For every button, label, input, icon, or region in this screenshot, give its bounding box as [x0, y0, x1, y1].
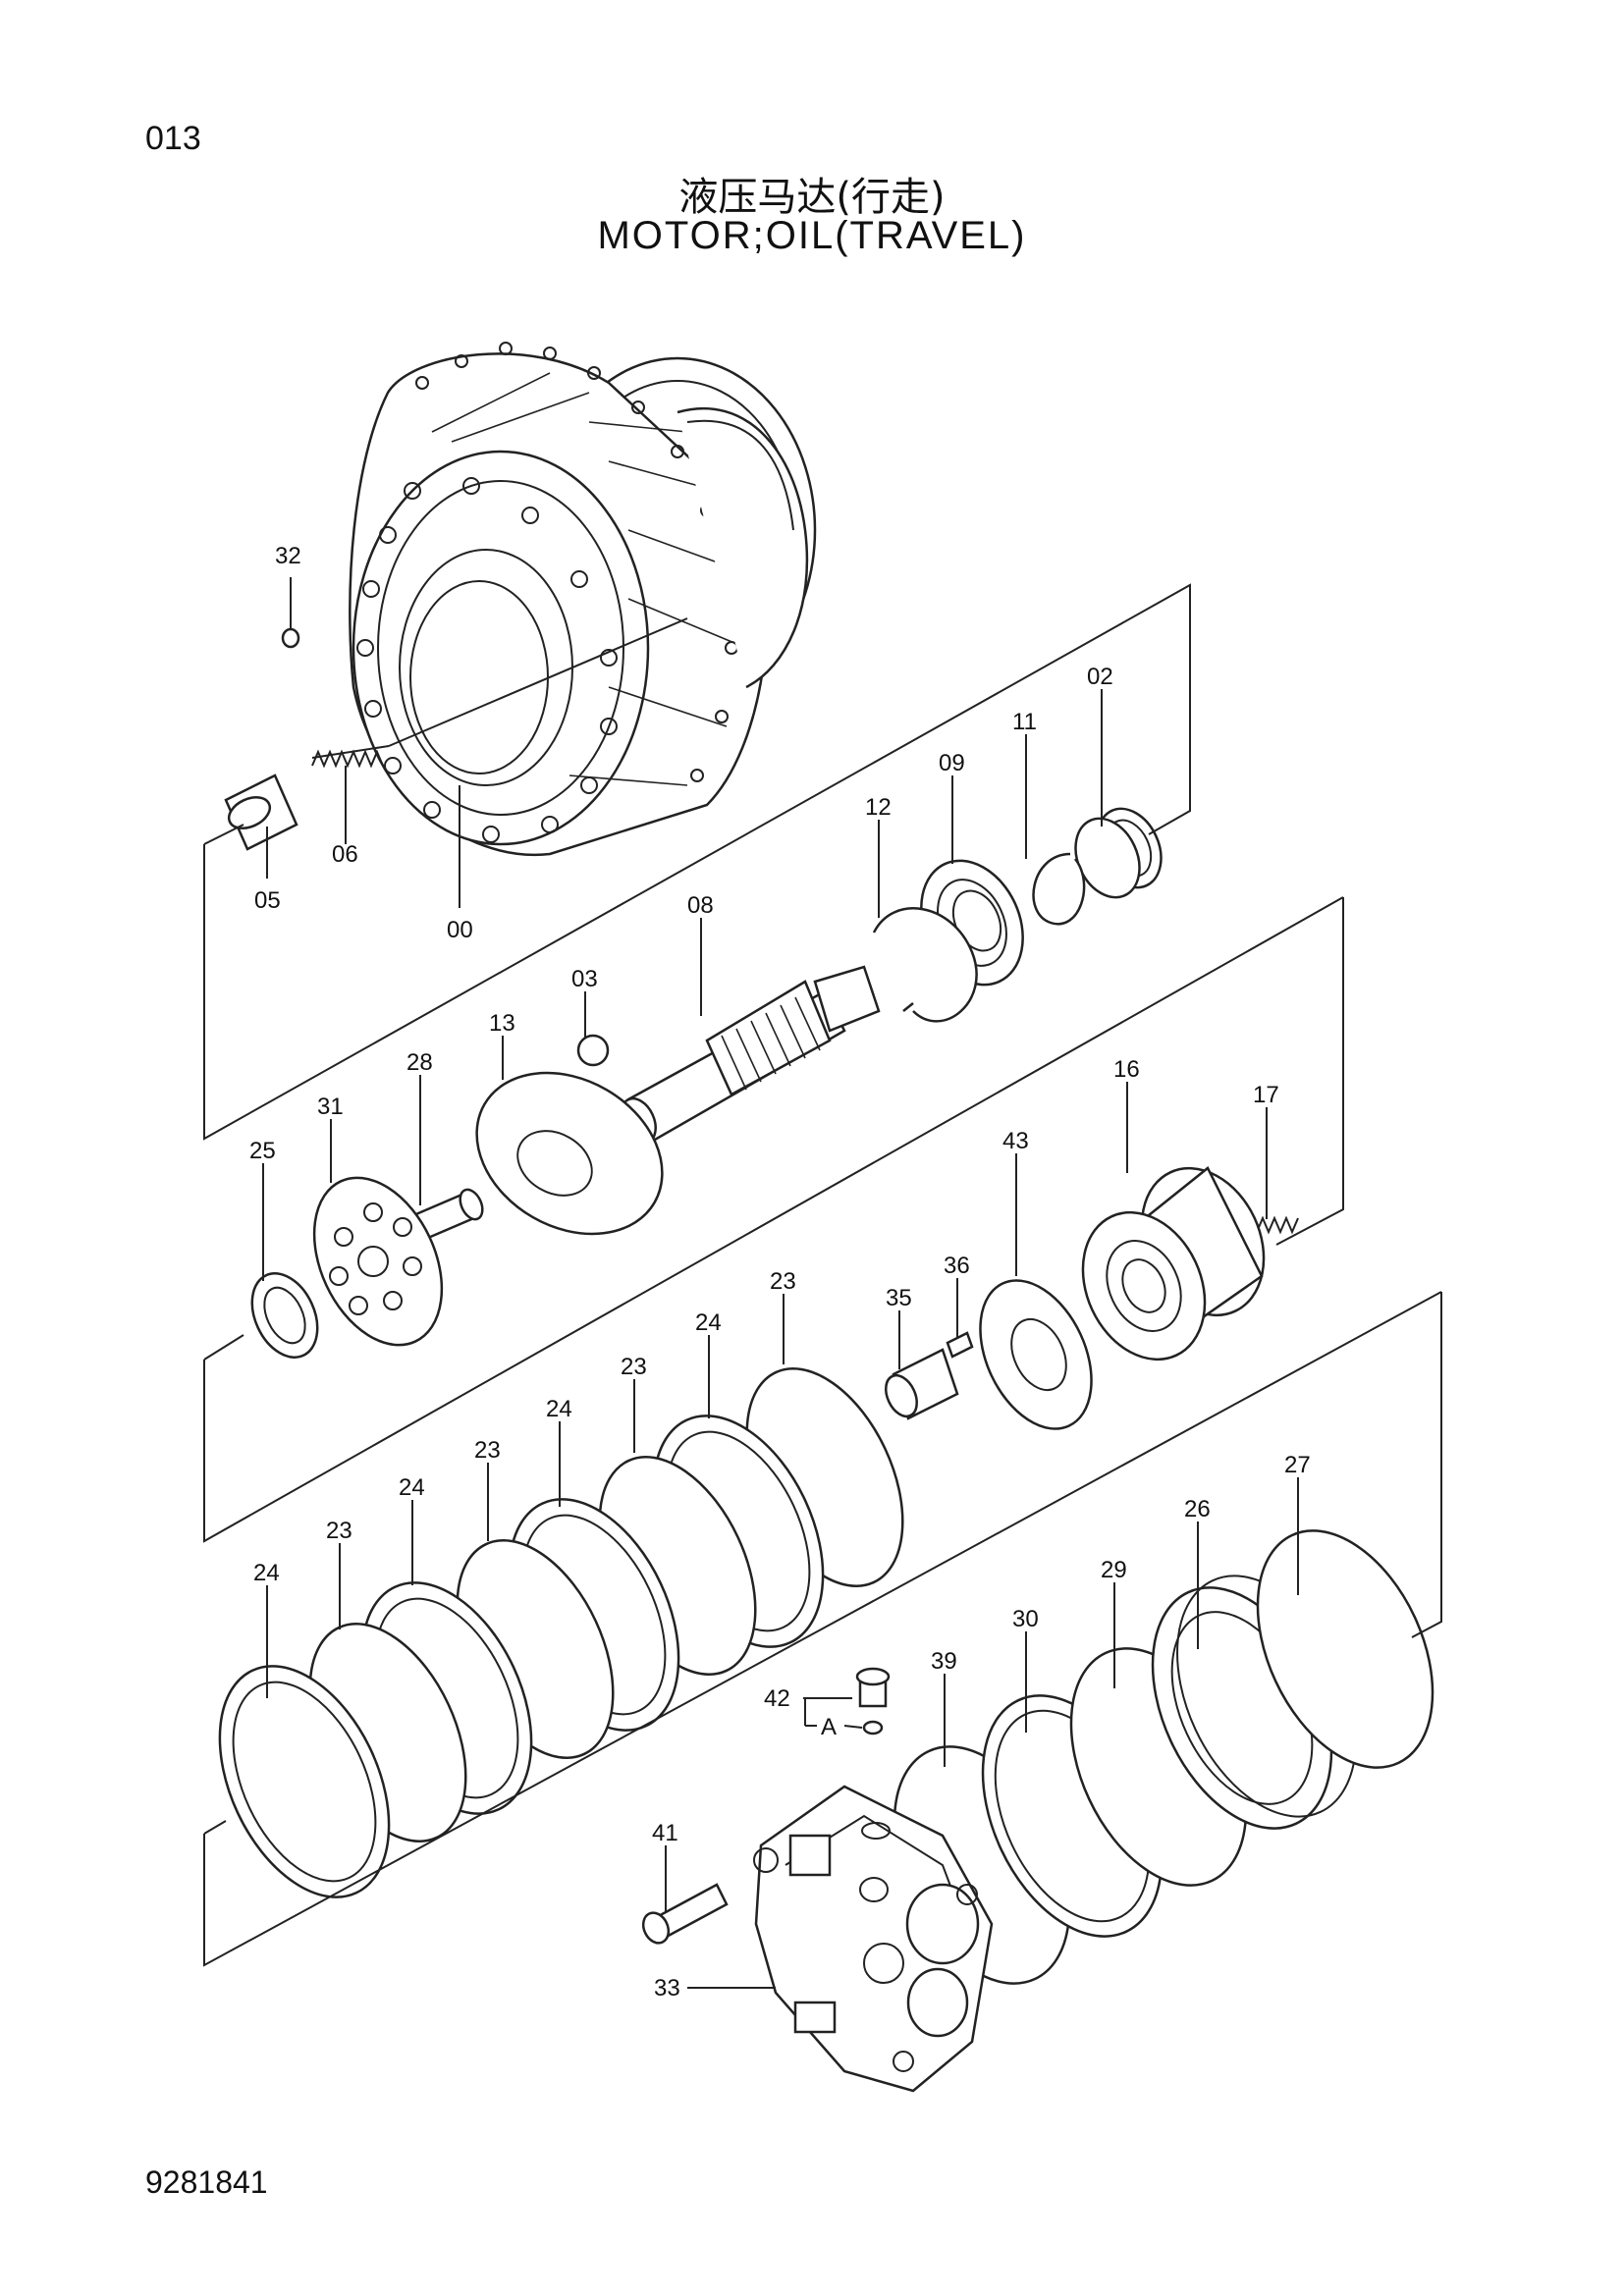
callout-33: 33 [654, 1975, 680, 2002]
callout-16: 16 [1113, 1056, 1140, 1083]
callout-24-4: 24 [253, 1560, 280, 1586]
leader-lines [262, 577, 1299, 1989]
document-number: 9281841 [145, 2164, 268, 2200]
callout-24-2: 24 [546, 1396, 572, 1422]
callout-08: 08 [687, 892, 714, 919]
callout-32: 32 [275, 543, 301, 569]
part-03-ball [576, 1034, 610, 1067]
callout-a: A [821, 1714, 837, 1740]
callout-26: 26 [1184, 1496, 1211, 1522]
part-17-spring [1256, 1215, 1299, 1235]
part-32-o-ring [281, 627, 300, 649]
part-08-shaft [620, 965, 881, 1146]
callout-24-3: 24 [399, 1474, 425, 1501]
callout-42: 42 [764, 1685, 790, 1712]
friction-plates [218, 1367, 904, 1898]
callout-30: 30 [1012, 1606, 1039, 1632]
callout-43: 43 [1002, 1128, 1029, 1154]
callout-27: 27 [1284, 1452, 1311, 1478]
callout-02: 02 [1087, 664, 1113, 690]
part-27-o-ring [1256, 1529, 1435, 1769]
callout-35: 35 [886, 1285, 912, 1311]
part-05-piston [224, 774, 298, 851]
part-11-snap-ring [1032, 852, 1086, 926]
part-00-housing [349, 342, 817, 857]
part-31-retainer [312, 1176, 444, 1347]
callout-29: 29 [1101, 1557, 1127, 1583]
part-12-snap-ring [872, 907, 978, 1023]
callout-17: 17 [1253, 1082, 1279, 1108]
callout-23-1: 23 [770, 1268, 796, 1295]
callout-25: 25 [249, 1138, 276, 1164]
callout-06: 06 [332, 841, 358, 868]
callout-13: 13 [489, 1010, 515, 1037]
callout-39: 39 [931, 1648, 957, 1675]
part-33-motor-cover [753, 1785, 994, 2093]
callout-05: 05 [254, 887, 281, 914]
callout-03: 03 [571, 966, 598, 992]
page-number: 013 [145, 120, 201, 157]
callout-41: 41 [652, 1820, 678, 1846]
title-english: MOTOR;OIL(TRAVEL) [597, 214, 1027, 257]
part-43-valve-plate [979, 1279, 1093, 1430]
callout-labels: 32 05 06 00 02 11 09 12 08 03 13 28 31 2… [249, 543, 1311, 2002]
callout-23-3: 23 [474, 1437, 501, 1464]
part-06-spring [311, 745, 390, 769]
callout-00: 00 [447, 917, 473, 943]
callout-23-2: 23 [621, 1354, 647, 1380]
callout-24-1: 24 [695, 1309, 722, 1336]
part-36-pin [946, 1331, 974, 1359]
title-chinese: 液压马达(行走) [678, 175, 946, 220]
part-41-bolt [641, 1883, 729, 1945]
callout-31: 31 [317, 1094, 344, 1120]
part-02-oil-seal [1074, 807, 1163, 899]
part-16-cylinder-block [1081, 1166, 1266, 1362]
part-35-needle-bearing [885, 1348, 959, 1420]
group-bracket-lines [203, 583, 1442, 1967]
callout-28: 28 [406, 1049, 433, 1076]
callout-23-4: 23 [326, 1518, 352, 1544]
callout-11: 11 [1012, 709, 1037, 735]
part-13-plate [475, 1071, 664, 1236]
part-42-plug [855, 1667, 891, 1735]
callout-12: 12 [865, 794, 892, 821]
callout-36: 36 [944, 1253, 970, 1279]
part-25-seal [250, 1272, 319, 1359]
callout-09: 09 [939, 750, 965, 776]
part-24-plate [218, 1665, 391, 1898]
